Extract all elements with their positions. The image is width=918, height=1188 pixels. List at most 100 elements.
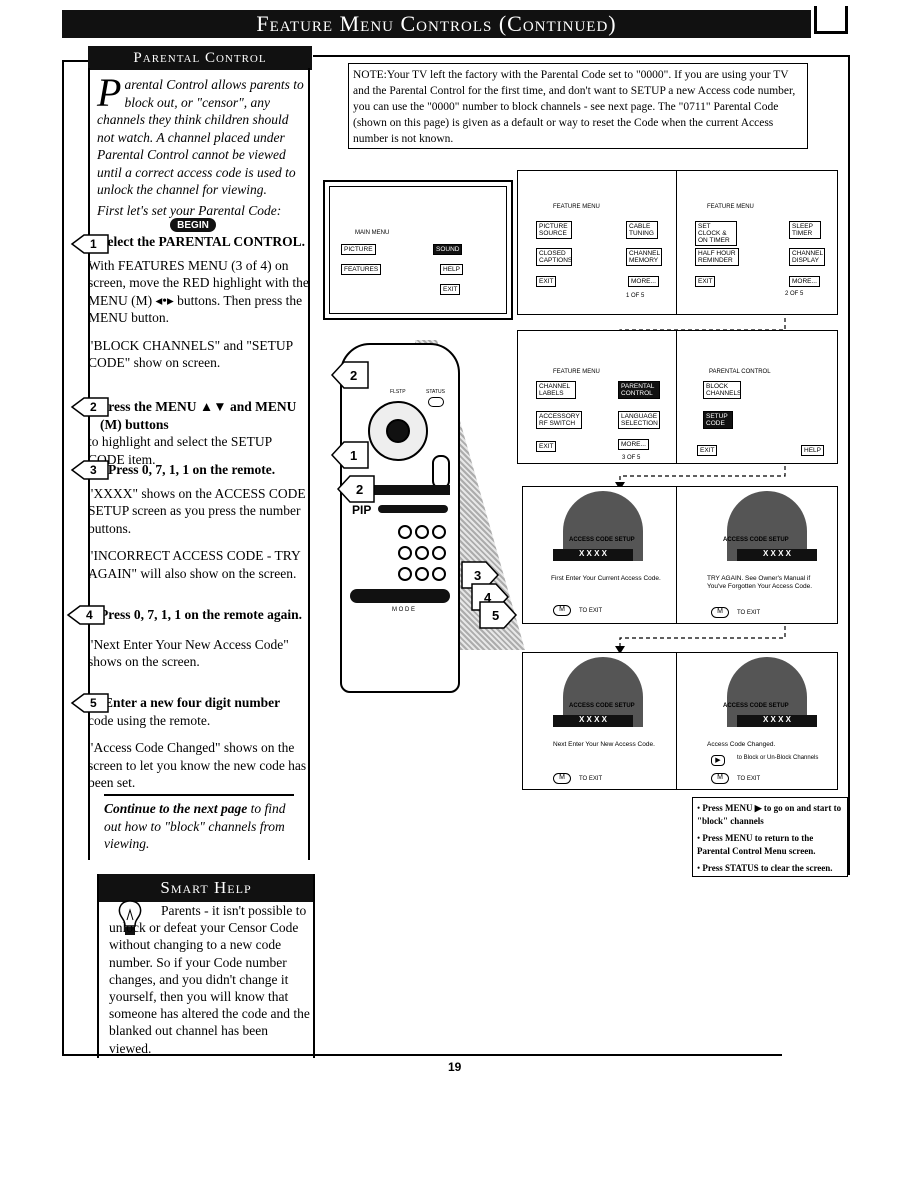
step5-badge-icon: 5 (479, 601, 518, 629)
key[interactable] (432, 546, 446, 560)
prompt-text: Access Code Changed. (707, 741, 776, 748)
access-code-screen-1: ACCESS CODE SETUP X X X X First Enter Yo… (522, 486, 677, 624)
step1-text: With FEATURES MENU (3 of 4) on screen, m… (88, 257, 309, 326)
block-channels-button: BLOCK CHANNELS (703, 381, 741, 399)
page-title: Feature Menu Controls (Continued) (62, 10, 811, 38)
divider (848, 55, 850, 875)
picture-source-button: PICTURE SOURCE (536, 221, 572, 239)
feature-menu-screen-2: FEATURE MENU SET CLOCK & ON TIMER SLEEP … (676, 170, 838, 315)
half-hour-button: HALF HOUR REMINDER (695, 248, 739, 266)
key[interactable] (432, 567, 446, 581)
divider (313, 55, 850, 57)
corner-mark (814, 6, 848, 34)
page-indicator: 1 OF 5 (626, 293, 645, 299)
step5-text: code using the remote. (88, 712, 211, 728)
remote-control: FLSTP STATUS PIP M O D E (340, 343, 460, 693)
key[interactable] (415, 567, 429, 581)
exit-button: EXIT (695, 276, 716, 287)
key[interactable] (432, 525, 446, 539)
menu-button-icon: M (553, 773, 571, 784)
step4-title: Press 0, 7, 1, 1 on the remote again. (100, 607, 302, 622)
tip-item: • Press STATUS to clear the screen. (697, 863, 833, 873)
tip-item: • Press MENU ▶ to go on and start to "bl… (697, 803, 842, 826)
feature-menu-label: FEATURE MENU (553, 369, 600, 375)
key[interactable] (398, 546, 412, 560)
play-button-icon: ▶ (711, 755, 725, 766)
code-display: X X X X (737, 715, 817, 727)
step2-badge-icon: 2 (70, 397, 109, 417)
set-clock-button: SET CLOCK & ON TIMER (695, 221, 737, 246)
svg-text:2: 2 (90, 400, 97, 414)
key[interactable] (415, 546, 429, 560)
exit-hint: to EXIT (737, 776, 761, 782)
code-display: X X X X (553, 549, 633, 561)
step4-text: "Next Enter Your New Access Code" shows … (88, 636, 289, 670)
key[interactable] (398, 525, 412, 539)
function-row[interactable] (352, 485, 450, 495)
svg-text:1: 1 (90, 237, 97, 251)
channel-memory-button: CHANNEL MEMORY (626, 248, 662, 266)
mode-label: M O D E (392, 607, 416, 613)
step3-text2: "INCORRECT ACCESS CODE - TRY AGAIN" will… (88, 548, 301, 581)
tv-screen-main-menu: MAIN MENU PICTURE SOUND FEATURES HELP EX… (323, 180, 513, 320)
more-button: MORE... (628, 276, 659, 287)
step5-text2: "Access Code Changed" shows on the scree… (88, 740, 307, 790)
sleep-timer-button: SLEEP TIMER (789, 221, 821, 239)
access-code-setup-label: ACCESS CODE SETUP (723, 537, 789, 543)
parental-heading: Parental Control (88, 46, 312, 70)
more-button: MORE... (618, 439, 649, 450)
page-indicator: 2 OF 5 (785, 291, 804, 297)
code-display: X X X X (553, 715, 633, 727)
svg-text:4: 4 (86, 608, 93, 622)
feature-menu-screen-1: FEATURE MENU PICTURE SOURCE CABLE TUNING… (517, 170, 677, 315)
page-indicator: 3 OF 5 (622, 455, 641, 461)
tip-item: • Press MENU to return to the Parental C… (697, 833, 816, 856)
setup-code-button: SETUP CODE (703, 411, 733, 429)
parental-control-label: PARENTAL CONTROL (709, 369, 771, 375)
key[interactable] (398, 567, 412, 581)
access-code-screen-3: ACCESS CODE SETUP X X X X Next Enter You… (522, 652, 677, 790)
divider (62, 1054, 782, 1056)
svg-text:2: 2 (356, 482, 363, 497)
closed-captions-button: CLOSED CAPTIONS (536, 248, 572, 266)
pip-button[interactable] (378, 505, 448, 513)
step1-badge-icon: 1 (70, 234, 109, 254)
menu-button-icon: M (711, 607, 729, 618)
menu-button[interactable] (386, 419, 410, 443)
key[interactable] (415, 525, 429, 539)
prompt-text: First Enter Your Current Access Code. (551, 575, 661, 582)
power-row[interactable] (350, 589, 450, 603)
sound-button: SOUND (433, 244, 463, 255)
features-button: FEATURES (341, 264, 382, 275)
number-keypad[interactable] (398, 525, 448, 585)
parental-control-screen: PARENTAL CONTROL BLOCK CHANNELS SETUP CO… (676, 330, 838, 464)
exit-hint: to EXIT (579, 608, 603, 614)
step1-text2: "BLOCK CHANNELS" and "SETUP CODE" show o… (88, 337, 293, 371)
step5-title: Enter a new four digit number (104, 695, 281, 710)
page-number: 19 (448, 1060, 462, 1074)
svg-text:5: 5 (90, 696, 97, 710)
accessory-button: ACCESSORY RF SWITCH (536, 411, 582, 429)
step1-badge-icon: 1 (330, 441, 369, 469)
feature-menu-screen-3: FEATURE MENU CHANNEL LABELS PARENTAL CON… (517, 330, 677, 464)
language-button: LANGUAGE SELECTION (618, 411, 660, 429)
volume-button[interactable] (432, 455, 450, 489)
status-label: STATUS (426, 389, 445, 395)
pip-label: PIP (352, 503, 372, 517)
first-text: First let's set your Parental Code: (97, 203, 282, 218)
prompt-text: Next Enter Your New Access Code. (553, 741, 655, 748)
divider (62, 60, 64, 1056)
help-button: HELP (801, 445, 824, 456)
main-menu-label: MAIN MENU (355, 230, 390, 236)
status-button[interactable] (428, 397, 444, 407)
step2-title: Press the MENU ▲▼ and MENU (M) buttons (100, 399, 297, 432)
step5-badge-icon: 5 (70, 693, 109, 713)
step1-title: Select the PARENTAL CONTROL. (100, 234, 305, 249)
note-box: NOTE:Your TV left the factory with the P… (348, 63, 808, 149)
continue-note: Continue to the next page to find out ho… (104, 801, 286, 851)
access-code-screen-4: ACCESS CODE SETUP X X X X Access Code Ch… (676, 652, 838, 790)
step2-badge-icon: 2 (330, 361, 369, 389)
svg-text:2: 2 (350, 368, 357, 383)
